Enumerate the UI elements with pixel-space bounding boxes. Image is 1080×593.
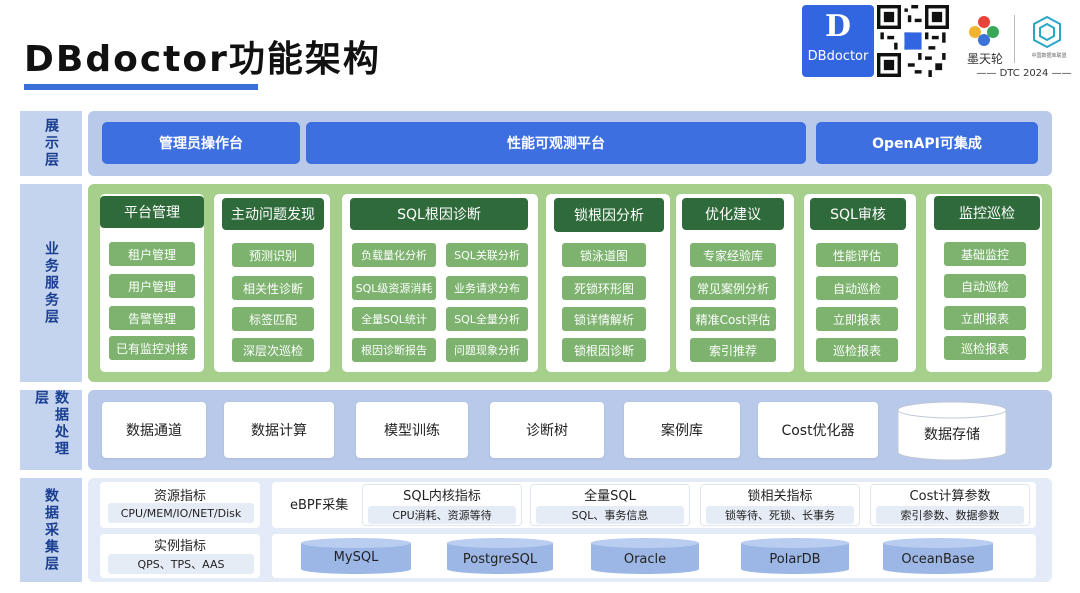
db-mysql-label: MySQL	[333, 550, 379, 565]
openapi-button[interactable]: OpenAPI可集成	[816, 122, 1038, 164]
metric-sub: 锁等待、死锁、长事务	[706, 506, 854, 524]
green-item: 基础监控	[944, 242, 1026, 266]
green-item: 已有监控对接	[109, 336, 195, 360]
green-item: 深层次巡检	[232, 338, 314, 362]
layer-label-processing: 数据处理层	[20, 390, 82, 470]
qr-code-icon	[877, 5, 949, 77]
metric-sub: CPU消耗、资源等待	[368, 506, 516, 524]
motianlun-name: 墨天轮	[966, 52, 1003, 66]
green-item: 自动巡检	[944, 274, 1026, 298]
green-item: 相关性诊断	[232, 276, 314, 300]
model-training-box: 模型训练	[356, 402, 468, 458]
dtc-logo-icon	[1033, 16, 1061, 48]
green-item: 根因诊断报告	[352, 338, 436, 362]
monitor-inspect-head: 监控巡检	[934, 196, 1040, 230]
layer-label-collection: 数据采集层	[20, 478, 82, 582]
case-library-box: 案例库	[624, 402, 740, 458]
logo-divider	[1014, 15, 1015, 63]
green-item: 立即报表	[816, 307, 898, 331]
data-channel-box: 数据通道	[102, 402, 206, 458]
database-cylinder-icon	[301, 538, 411, 574]
database-cylinder-icon	[591, 538, 699, 574]
dtc-event: —— DTC 2024 ——	[976, 68, 1072, 79]
green-item: 常见案例分析	[690, 276, 776, 300]
green-item: 预测识别	[232, 243, 314, 267]
lock-analysis-head: 锁根因分析	[554, 198, 664, 232]
db-oceanbase-label: OceanBase	[901, 552, 975, 567]
logo-name: DBdoctor	[807, 49, 869, 64]
resource-metrics-sub: CPU/MEM/IO/NET/Disk	[108, 503, 254, 523]
db-oracle-label: Oracle	[623, 552, 667, 567]
platform-mgmt-head: 平台管理	[100, 196, 204, 228]
database-cylinder-icon	[741, 538, 849, 574]
green-item: 立即报表	[944, 306, 1026, 330]
database-cylinder-icon	[447, 538, 553, 574]
data-compute-box: 数据计算	[224, 402, 334, 458]
page-title: DBdoctor功能架构	[24, 39, 381, 80]
instance-metrics-title: 实例指标	[153, 539, 206, 554]
metric-title: 全量SQL	[584, 489, 636, 504]
observability-platform-button[interactable]: 性能可观测平台	[306, 122, 806, 164]
instance-metrics-sub: QPS、TPS、AAS	[108, 554, 254, 574]
green-item: 标签匹配	[232, 307, 314, 331]
green-item: 性能评估	[816, 243, 898, 267]
metric-sub: SQL、事务信息	[536, 506, 684, 524]
green-item: 租户管理	[109, 242, 195, 266]
data-storage-label: 数据存储	[924, 427, 980, 443]
green-item: 索引推荐	[690, 338, 776, 362]
green-item: 巡检报表	[816, 338, 898, 362]
green-item: 死锁环形图	[562, 276, 646, 300]
optimization-head: 优化建议	[682, 198, 784, 230]
green-item: 锁详情解析	[562, 307, 646, 331]
green-item: 锁根因诊断	[562, 338, 646, 362]
logo-mark: D	[824, 9, 851, 44]
motianlun-logo-icon	[969, 16, 999, 46]
green-item: 精准Cost评估	[690, 307, 776, 331]
green-item: SQL级资源消耗	[352, 276, 436, 300]
green-item: 用户管理	[109, 274, 195, 298]
diagnosis-tree-box: 诊断树	[490, 402, 604, 458]
database-cylinder-icon	[883, 538, 993, 574]
green-item: 负载量化分析	[352, 243, 436, 267]
sql-audit-head: SQL审核	[810, 198, 906, 230]
green-item: 锁泳道图	[562, 243, 646, 267]
green-item: 告警管理	[109, 306, 195, 330]
metric-title: Cost计算参数	[909, 489, 991, 504]
title-underline	[24, 84, 258, 90]
dtc-label: 中国数据库联盟	[1031, 53, 1067, 59]
green-item: 自动巡检	[816, 276, 898, 300]
proactive-discovery-head: 主动问题发现	[222, 198, 324, 230]
green-item: 问题现象分析	[446, 338, 528, 362]
metric-sub: 索引参数、数据参数	[876, 506, 1024, 524]
database-cylinder-icon	[897, 401, 1007, 461]
layer-label-business: 业务服务层	[20, 184, 82, 382]
green-item: SQL全量分析	[446, 307, 528, 331]
green-item: 专家经验库	[690, 243, 776, 267]
metric-title: SQL内核指标	[403, 489, 481, 504]
resource-metrics-title: 资源指标	[153, 489, 206, 504]
dbdoctor-logo: D DBdoctor	[802, 5, 874, 77]
sql-root-cause-head: SQL根因诊断	[350, 198, 528, 230]
green-item: 业务请求分布	[446, 276, 528, 300]
ebpf-label: eBPF采集	[290, 498, 349, 513]
metric-title: 锁相关指标	[747, 489, 813, 504]
db-postgresql-label: PostgreSQL	[462, 552, 538, 567]
green-item: 巡检报表	[944, 336, 1026, 360]
layer-label-display: 展示层	[20, 111, 82, 176]
green-item: SQL关联分析	[446, 243, 528, 267]
cost-optimizer-box: Cost优化器	[758, 402, 878, 458]
green-item: 全量SQL统计	[352, 307, 436, 331]
db-polardb-label: PolarDB	[769, 552, 821, 567]
admin-console-button[interactable]: 管理员操作台	[102, 122, 300, 164]
